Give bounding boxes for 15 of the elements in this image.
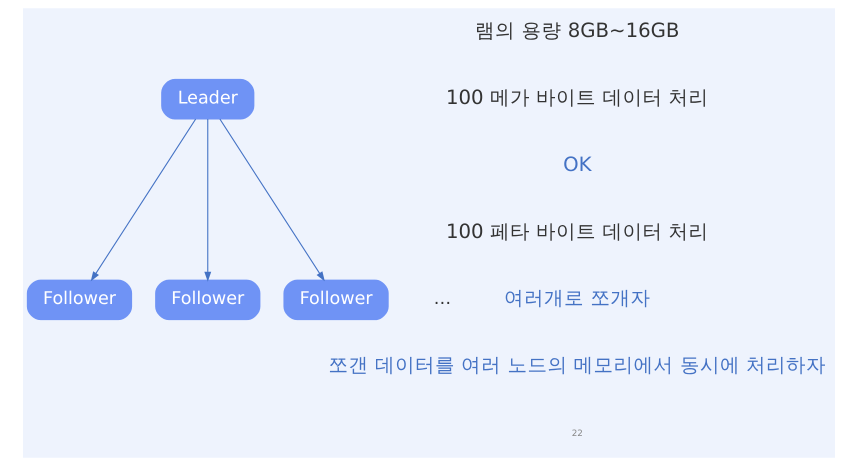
node-box: Leader — [160, 78, 254, 120]
node-box: Follower — [282, 280, 388, 320]
label: 100 페타 바이트 데이터 처리 — [445, 220, 708, 243]
node-box: Follower — [26, 280, 132, 320]
node-box: Follower — [154, 280, 260, 320]
label: 22 — [571, 428, 582, 439]
label: 여러개로 쪼개자 — [504, 286, 650, 310]
label: … — [433, 289, 451, 310]
arrow — [204, 119, 211, 282]
label: 램의 용량 8GB~16GB — [474, 19, 679, 42]
arrow — [90, 118, 196, 282]
label: 100 메가 바이트 데이터 처리 — [445, 86, 708, 110]
label: 쪼갠 데이터를 여러 노드의 메모리에서 동시에 처리하자 — [328, 354, 826, 377]
arrow — [218, 118, 324, 282]
label: OK — [562, 152, 592, 176]
